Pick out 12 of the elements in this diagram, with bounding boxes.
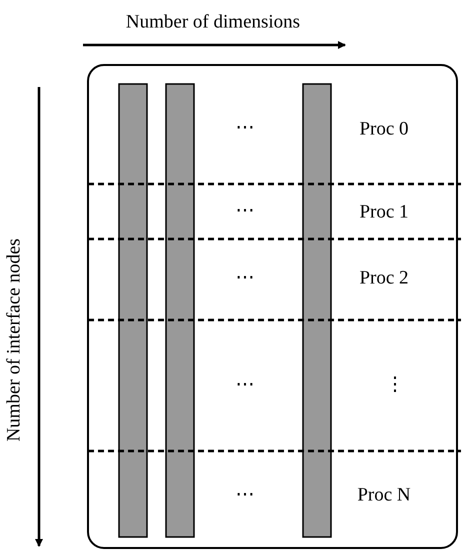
ellipsis: ⋮ [386, 376, 404, 394]
process-label: Proc N [357, 486, 411, 504]
process-label: Proc 1 [359, 202, 409, 222]
process-label: Proc 2 [359, 268, 409, 288]
ellipsis: ⋯ [236, 268, 254, 288]
ellipsis: ⋯ [236, 486, 254, 504]
axis-title: Number of interface nodes [4, 238, 24, 442]
ellipsis: ⋯ [236, 376, 254, 394]
ellipsis: ⋯ [236, 118, 254, 138]
process-label: Proc 0 [359, 120, 409, 138]
axis-title: Number of dimensions [126, 12, 300, 32]
ellipsis: ⋯ [236, 202, 254, 220]
